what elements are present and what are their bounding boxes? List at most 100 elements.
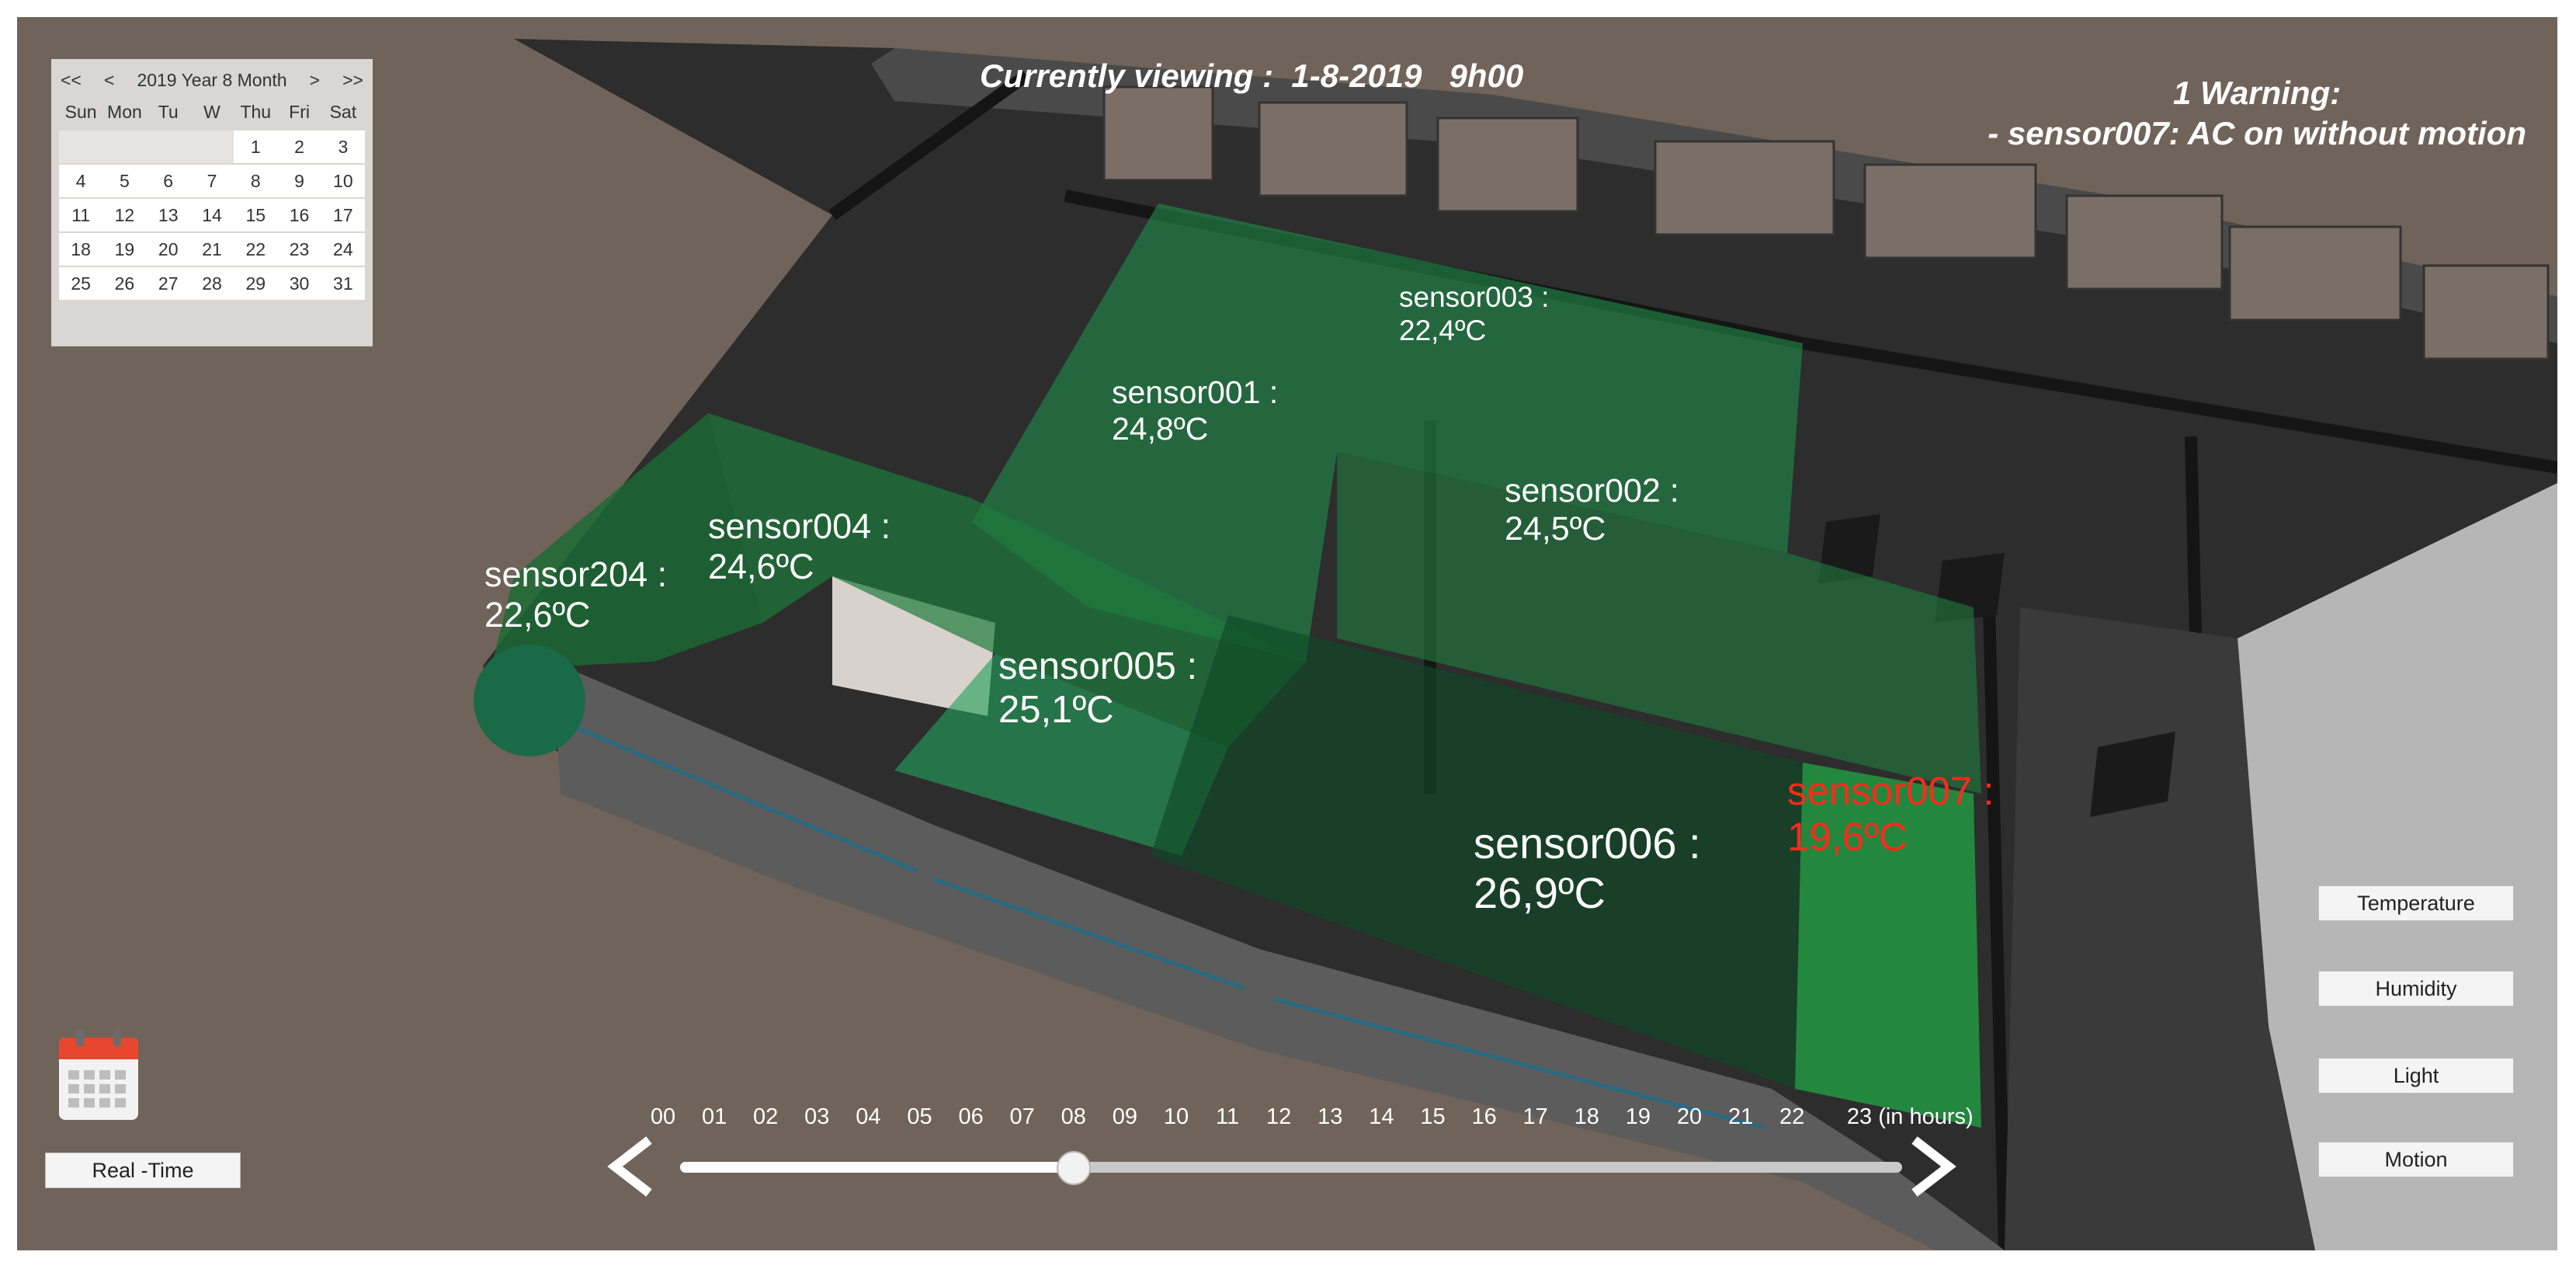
sensor-label-sensor007[interactable]: sensor007 : 19,6ºC	[1787, 769, 1994, 860]
calendar-day[interactable]: 10	[321, 165, 365, 199]
weekday-header: Thu	[240, 102, 272, 122]
real-time-button[interactable]: Real -Time	[45, 1153, 241, 1188]
calendar-day[interactable]: 11	[59, 199, 103, 233]
hour-tick-label: 02	[753, 1104, 779, 1129]
calendar-day[interactable]: 22	[234, 233, 278, 267]
calendar-day[interactable]: 21	[189, 233, 234, 267]
calendar-title: 2019 Year 8 Month	[137, 70, 287, 90]
calendar-day[interactable]: 2	[277, 130, 321, 165]
calendar-day[interactable]: 4	[59, 165, 103, 199]
hour-tick-label: 19	[1625, 1104, 1651, 1129]
warning-detail: - sensor007: AC on without motion	[1988, 115, 2526, 151]
calendar-day[interactable]: 7	[189, 165, 234, 199]
hour-tick-label: 16	[1471, 1104, 1497, 1129]
calendar-day[interactable]: 1	[234, 130, 278, 165]
hour-slider[interactable]	[680, 1151, 1902, 1185]
calendar-icon[interactable]	[56, 1027, 141, 1123]
calendar-day[interactable]: 3	[321, 130, 365, 165]
sensor-temp: 19,6ºC	[1787, 814, 1908, 859]
sensor-name: sensor001 :	[1112, 374, 1279, 410]
light-button[interactable]: Light	[2318, 1058, 2514, 1093]
calendar-day[interactable]: 9	[277, 165, 321, 199]
calendar-day[interactable]: 15	[234, 199, 278, 233]
calendar-day[interactable]: 5	[102, 165, 147, 199]
sensor-temp: 22,4ºC	[1399, 314, 1487, 346]
sensor-name: sensor003 :	[1399, 281, 1550, 313]
prev-year-button[interactable]: <<	[61, 70, 82, 90]
weekday-header: W	[203, 102, 220, 122]
hour-tick-label: 07	[1009, 1104, 1035, 1129]
hour-tick-label: 13	[1318, 1104, 1343, 1129]
calendar-day[interactable]: 24	[321, 233, 365, 267]
calendar-day[interactable]: 26	[102, 267, 147, 301]
calendar-day[interactable]: 18	[59, 233, 103, 267]
calendar-day[interactable]: 14	[189, 199, 234, 233]
hour-tick-label: 10	[1163, 1104, 1189, 1129]
hour-slider-thumb[interactable]	[1057, 1151, 1092, 1185]
sensor-label-sensor204[interactable]: sensor204 : 22,6ºC	[484, 555, 667, 635]
calendar-day[interactable]: 17	[321, 199, 365, 233]
hour-tick-label: 08	[1061, 1104, 1086, 1129]
hour-tick-label: 00	[650, 1104, 676, 1129]
hour-tick-label: 14	[1369, 1104, 1394, 1129]
zone-sensor204	[491, 413, 762, 669]
chevron-left-icon[interactable]	[604, 1135, 658, 1198]
calendar-day[interactable]: 8	[234, 165, 278, 199]
hour-tick-label: 04	[856, 1104, 881, 1129]
calendar-blank-cell	[59, 130, 103, 165]
calendar-day[interactable]: 12	[102, 199, 147, 233]
calendar-day[interactable]: 31	[321, 267, 365, 301]
top-windows	[1102, 85, 2550, 360]
prev-month-button[interactable]: <	[103, 70, 115, 90]
calendar-day[interactable]: 29	[234, 267, 278, 301]
sensor-label-sensor006[interactable]: sensor006 : 26,9ºC	[1474, 819, 1701, 919]
hour-tick-label: 23 (in hours)	[1846, 1104, 1974, 1129]
zone-sensor006	[1151, 615, 1803, 1089]
hour-tick-label: 09	[1112, 1104, 1138, 1129]
sensor-label-sensor003[interactable]: sensor003 : 22,4ºC	[1399, 281, 1549, 347]
calendar-day[interactable]: 28	[189, 267, 234, 301]
calendar-day[interactable]: 23	[277, 233, 321, 267]
weekday-header: Mon	[107, 102, 142, 122]
calendar-day[interactable]: 30	[277, 267, 321, 301]
calendar-day[interactable]: 25	[59, 267, 103, 301]
3d-viewport[interactable]: Currently viewing : 1-8-2019 9h00 1 Warn…	[17, 17, 2557, 1250]
hour-tick-label: 17	[1522, 1104, 1548, 1129]
next-month-button[interactable]: >	[309, 70, 321, 90]
hour-tick-label: 18	[1574, 1104, 1599, 1129]
temperature-button[interactable]: Temperature	[2318, 885, 2514, 921]
motion-button[interactable]: Motion	[2318, 1142, 2514, 1177]
weekday-header: Fri	[289, 102, 310, 122]
current-view-label: Currently viewing : 1-8-2019 9h00	[980, 57, 1524, 94]
calendar-day[interactable]: 20	[146, 233, 190, 267]
calendar-day[interactable]: 13	[146, 199, 190, 233]
zone-sensor002	[1337, 452, 1981, 794]
hour-tick-label: 15	[1420, 1104, 1446, 1129]
facade-windows	[575, 725, 1765, 1130]
sensor-label-sensor005[interactable]: sensor005 : 25,1ºC	[998, 645, 1197, 732]
calendar-blank-cell	[146, 130, 190, 165]
sensor-label-sensor004[interactable]: sensor004 : 24,6ºC	[708, 506, 890, 587]
zone-sensor003	[1158, 203, 1803, 553]
chevron-right-icon[interactable]	[1905, 1135, 1960, 1198]
warning-title: 1 Warning:	[2172, 75, 2342, 111]
hour-tick-label: 03	[804, 1104, 830, 1129]
front-facade	[553, 662, 2005, 1250]
zone-sensor004	[708, 413, 1306, 747]
calendar-day[interactable]: 6	[146, 165, 190, 199]
calendar-day[interactable]: 27	[146, 267, 190, 301]
calendar-day[interactable]: 16	[277, 199, 321, 233]
calendar-day[interactable]: 19	[102, 233, 147, 267]
weekday-header: Tu	[158, 102, 179, 122]
zone-sensor005	[894, 654, 1228, 856]
sensor-label-sensor002[interactable]: sensor002 : 24,5ºC	[1505, 472, 1679, 549]
next-year-button[interactable]: >>	[342, 70, 363, 90]
hour-tick-label: 11	[1216, 1104, 1240, 1129]
zone-sensor007	[1795, 763, 1981, 1128]
hour-tick-label: 01	[701, 1104, 727, 1129]
humidity-button[interactable]: Humidity	[2318, 971, 2514, 1007]
sensor-temp: 24,6ºC	[708, 546, 814, 586]
sensor-label-sensor001[interactable]: sensor001 : 24,8ºC	[1112, 374, 1278, 447]
